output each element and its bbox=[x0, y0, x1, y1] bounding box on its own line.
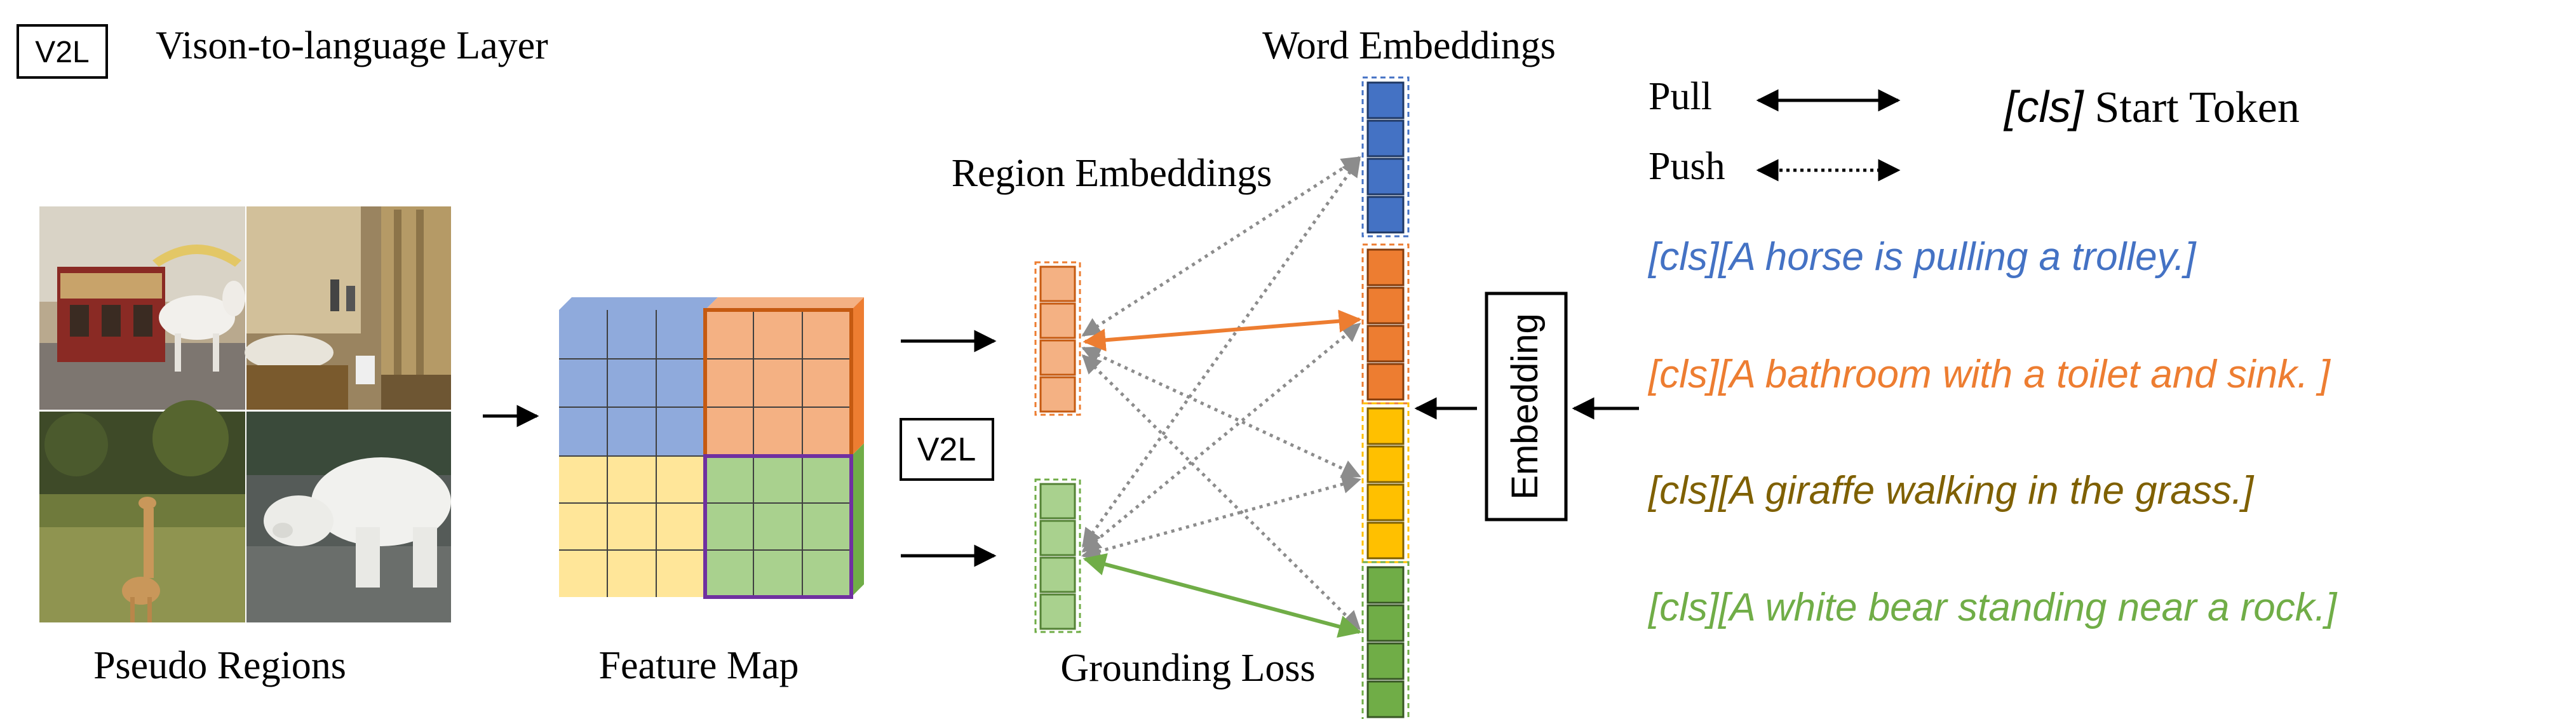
feature-map-top-orange bbox=[705, 297, 864, 310]
region-embedding-orange bbox=[1034, 261, 1081, 416]
feature-map-side-green bbox=[851, 443, 864, 597]
word-embeddings-label: Word Embeddings bbox=[1262, 24, 1556, 67]
feature-map-top-blue bbox=[559, 297, 718, 310]
caption-bathroom: [cls][A bathroom with a toilet and sink.… bbox=[1647, 353, 2331, 396]
feature-map-quadrant-orange bbox=[705, 310, 851, 456]
push-orange-green bbox=[1081, 354, 1361, 631]
image-bathroom bbox=[245, 206, 451, 410]
v2l-legend-box bbox=[17, 24, 108, 79]
image-polar-bear bbox=[246, 412, 451, 622]
feature-map-quadrant-yellow bbox=[559, 456, 705, 597]
push-green-orange bbox=[1081, 323, 1361, 553]
caption-giraffe: [cls][A giraffe walking in the grass.] bbox=[1647, 469, 2255, 513]
feature-map-green-highlight bbox=[703, 454, 853, 599]
push-green-blue bbox=[1081, 157, 1361, 548]
pull-orange bbox=[1082, 309, 1362, 352]
word-embedding-orange bbox=[1361, 243, 1410, 405]
start-token-label: Start Token bbox=[2094, 83, 2299, 132]
word-embedding-blue bbox=[1361, 76, 1410, 238]
feature-map-label: Feature Map bbox=[598, 644, 799, 687]
region-embedding-green bbox=[1034, 478, 1081, 633]
pull-legend-label: Pull bbox=[1649, 75, 1712, 118]
cls-token-label: [cls] bbox=[2003, 82, 2084, 131]
v2l-middle-box bbox=[900, 418, 994, 481]
feature-map-side-orange bbox=[851, 297, 864, 456]
push-legend-label: Push bbox=[1649, 145, 1725, 188]
push-orange-yellow bbox=[1081, 346, 1361, 478]
feature-map-quadrant-blue bbox=[559, 310, 705, 456]
pull-green bbox=[1082, 553, 1362, 638]
v2l-middle-label: V2L bbox=[917, 431, 976, 468]
embedding-label: Embedding bbox=[1504, 313, 1546, 499]
word-embedding-yellow bbox=[1361, 402, 1410, 563]
pseudo-regions-label: Pseudo Regions bbox=[93, 644, 346, 687]
word-embedding-green bbox=[1361, 561, 1410, 719]
grounding-loss-label: Grounding Loss bbox=[1060, 647, 1315, 690]
feature-map bbox=[559, 297, 864, 599]
image-horse-trolley bbox=[39, 206, 245, 410]
v2l-legend-description: Vison-to-language Layer bbox=[156, 24, 548, 67]
start-token-legend: [cls]Start Token bbox=[2003, 82, 2300, 132]
v2l-legend-label: V2L bbox=[35, 36, 89, 69]
push-green-yellow bbox=[1081, 474, 1361, 561]
region-embeddings-label: Region Embeddings bbox=[952, 152, 1272, 195]
feature-map-quadrant-green bbox=[705, 456, 851, 597]
embedding-box bbox=[1485, 292, 1568, 521]
push-arrows bbox=[1081, 156, 1361, 631]
caption-horse: [cls][A horse is pulling a trolley.] bbox=[1647, 235, 2197, 279]
pseudo-regions-collage bbox=[39, 206, 451, 622]
caption-bear: [cls][A white bear standing near a rock.… bbox=[1647, 586, 2338, 629]
image-giraffe bbox=[39, 400, 245, 622]
